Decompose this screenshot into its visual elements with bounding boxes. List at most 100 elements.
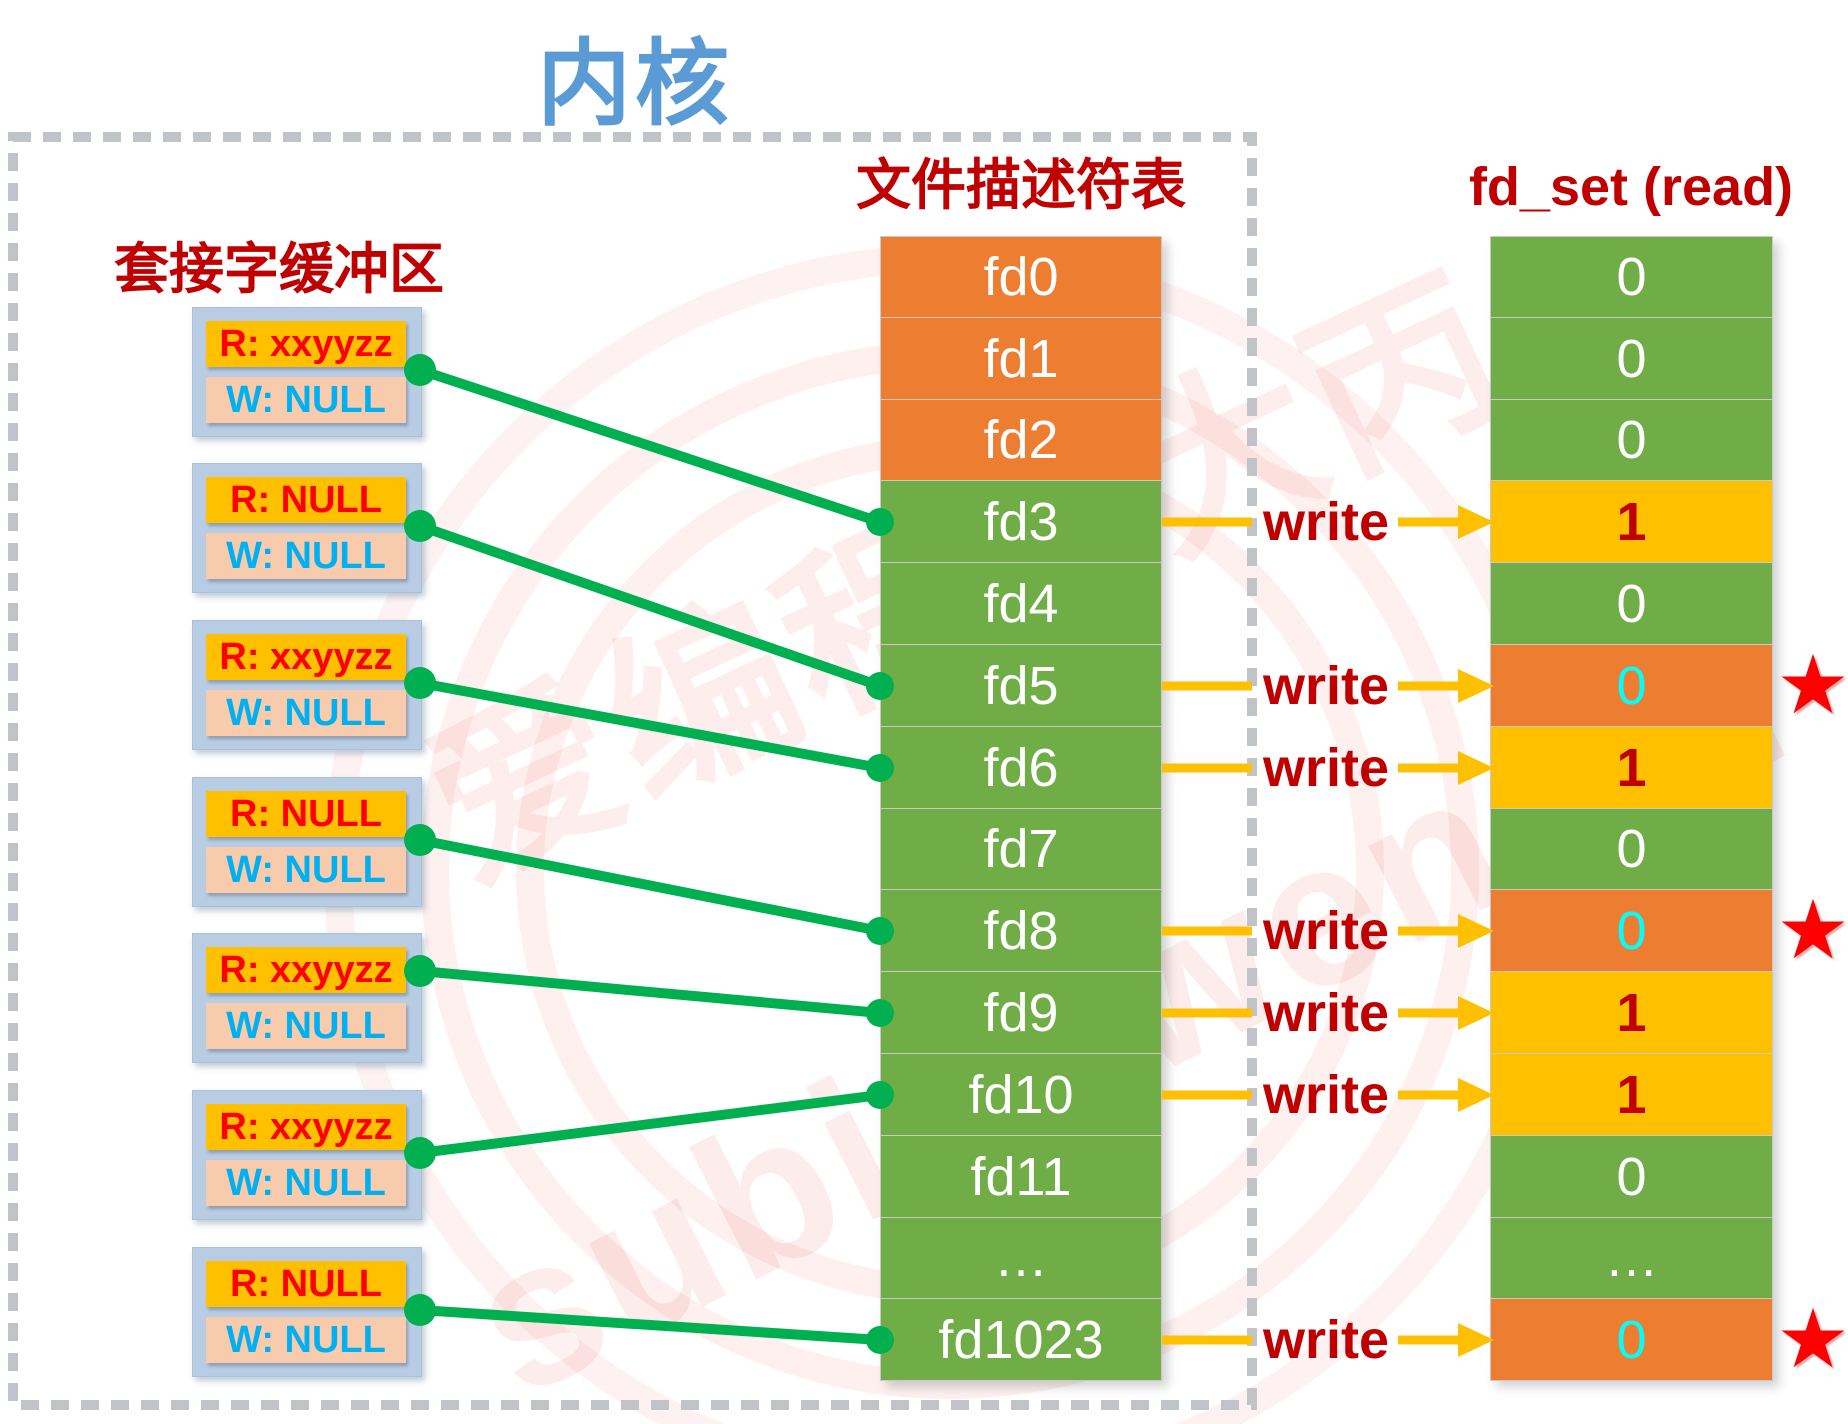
write-buffer-slot: W: NULL (206, 847, 406, 893)
buffer-fd-connector-line (419, 678, 881, 773)
fd-table-row: fd1023 (880, 1299, 1162, 1381)
fdset-row: 0 (1490, 400, 1773, 481)
fdset-bit-value: 0 (1616, 410, 1647, 470)
socket-buffer-header: 套接字缓冲区 (114, 238, 445, 300)
fd-label: fd1023 (938, 1309, 1104, 1370)
fd-label: fd0 (983, 247, 1059, 307)
fdset-bit-value: … (1604, 1228, 1659, 1288)
write-label: write (1262, 1065, 1390, 1125)
write-label: write (1262, 656, 1390, 716)
star-icon: ★ (1776, 640, 1848, 731)
fd-label: fd6 (983, 737, 1059, 798)
fdset-row: 0 (1490, 236, 1773, 318)
fdset-row: 0 (1490, 809, 1773, 890)
fdset-bit-value: 1 (1616, 982, 1647, 1043)
fdset-row: 0 (1490, 563, 1773, 645)
fd-table-row: fd6 (880, 727, 1162, 809)
write-arrowhead-icon (1458, 669, 1494, 703)
write-buffer-slot: W: NULL (206, 1317, 406, 1363)
socket-buffer-box: R: xxyyzz W: NULL (192, 620, 422, 750)
fd-table-row: fd2 (880, 400, 1162, 481)
fd-label: … (994, 1228, 1048, 1288)
fdset-row: 0 (1490, 1299, 1773, 1381)
read-buffer-slot: R: NULL (206, 791, 406, 837)
fdset-row: 1 (1490, 972, 1773, 1054)
socket-buffer-box: R: NULL W: NULL (192, 1247, 422, 1377)
fdset-bit-value: 0 (1616, 655, 1647, 716)
read-buffer-slot: R: xxyyzz (206, 1104, 406, 1150)
fdset-row: 0 (1490, 318, 1773, 400)
write-arrowhead-icon (1458, 505, 1494, 539)
fdset-bit-value: 1 (1616, 737, 1647, 798)
fd-label: fd1 (983, 328, 1059, 389)
fd-table-row: fd3 (880, 481, 1162, 563)
write-label: write (1262, 738, 1390, 798)
fd-table-row: fd8 (880, 890, 1162, 972)
fd-table-row: fd4 (880, 563, 1162, 645)
fdset-row: 0 (1490, 890, 1773, 972)
write-buffer-slot: W: NULL (206, 1160, 406, 1206)
write-buffer-slot: W: NULL (206, 533, 406, 579)
fdset-row: … (1490, 1218, 1773, 1299)
socket-buffer-box: R: xxyyzz W: NULL (192, 933, 422, 1063)
fdset-bit-value: 0 (1616, 328, 1647, 389)
fdset-header: fd_set (read) (1468, 157, 1794, 217)
fdset-row: 1 (1490, 1054, 1773, 1136)
fdset-row: 0 (1490, 1136, 1773, 1218)
fd-table-row: fd9 (880, 972, 1162, 1054)
write-arrowhead-icon (1458, 751, 1494, 785)
fd-table-header: 文件描述符表 (855, 154, 1186, 216)
write-arrowhead-icon (1458, 996, 1494, 1030)
fd-table-row: fd7 (880, 809, 1162, 890)
fd-label: fd11 (970, 1146, 1072, 1207)
fdset-row: 0 (1490, 645, 1773, 727)
write-label: write (1262, 983, 1390, 1043)
buffer-fd-connector-line (418, 521, 882, 691)
write-label: write (1262, 492, 1390, 552)
socket-buffer-box: R: NULL W: NULL (192, 463, 422, 593)
fd-table-row: fd10 (880, 1054, 1162, 1136)
fd-label: fd2 (983, 410, 1059, 470)
socket-buffer-box: R: xxyyzz W: NULL (192, 307, 422, 437)
buffer-fd-connector-line (419, 1090, 881, 1158)
buffer-fd-connector-line (418, 365, 882, 527)
fdset-bit-value: 0 (1616, 247, 1647, 307)
read-buffer-slot: R: NULL (206, 1261, 406, 1307)
write-label: write (1262, 1310, 1390, 1370)
fd-label: fd3 (983, 491, 1059, 552)
fdset-bit-value: 0 (1616, 819, 1647, 879)
fd-table-row: fd1 (880, 318, 1162, 400)
fd-label: fd7 (983, 819, 1059, 879)
write-buffer-slot: W: NULL (206, 377, 406, 423)
read-buffer-slot: R: xxyyzz (206, 634, 406, 680)
read-buffer-slot: R: xxyyzz (206, 947, 406, 993)
fd-table-row: … (880, 1218, 1162, 1299)
fd-table-row: fd11 (880, 1136, 1162, 1218)
read-buffer-slot: R: NULL (206, 477, 406, 523)
fd-label: fd5 (983, 655, 1059, 716)
write-arrowhead-icon (1458, 1323, 1494, 1357)
fdset-row: 1 (1490, 727, 1773, 809)
star-icon: ★ (1776, 1294, 1848, 1385)
socket-buffer-box: R: NULL W: NULL (192, 777, 422, 907)
read-buffer-slot: R: xxyyzz (206, 321, 406, 367)
write-buffer-slot: W: NULL (206, 1003, 406, 1049)
fdset-bit-value: 0 (1616, 900, 1647, 961)
star-icon: ★ (1776, 885, 1848, 976)
buffer-fd-connector-line (419, 1305, 881, 1345)
fd-label: fd10 (968, 1064, 1074, 1125)
fdset-bit-value: 0 (1616, 1309, 1647, 1370)
write-arrowhead-icon (1458, 914, 1494, 948)
write-buffer-slot: W: NULL (206, 690, 406, 736)
fd-label: fd4 (983, 573, 1059, 634)
buffer-fd-connector-line (419, 835, 881, 936)
fd-table-row: fd5 (880, 645, 1162, 727)
fdset-bit-value: 1 (1616, 491, 1647, 552)
buffer-fd-connector-line (419, 966, 881, 1018)
kernel-title: 内核 (536, 31, 733, 136)
fdset-row: 1 (1490, 481, 1773, 563)
fd-label: fd8 (983, 900, 1059, 961)
fd-table-row: fd0 (880, 236, 1162, 318)
fdset-bit-value: 0 (1616, 1146, 1647, 1207)
